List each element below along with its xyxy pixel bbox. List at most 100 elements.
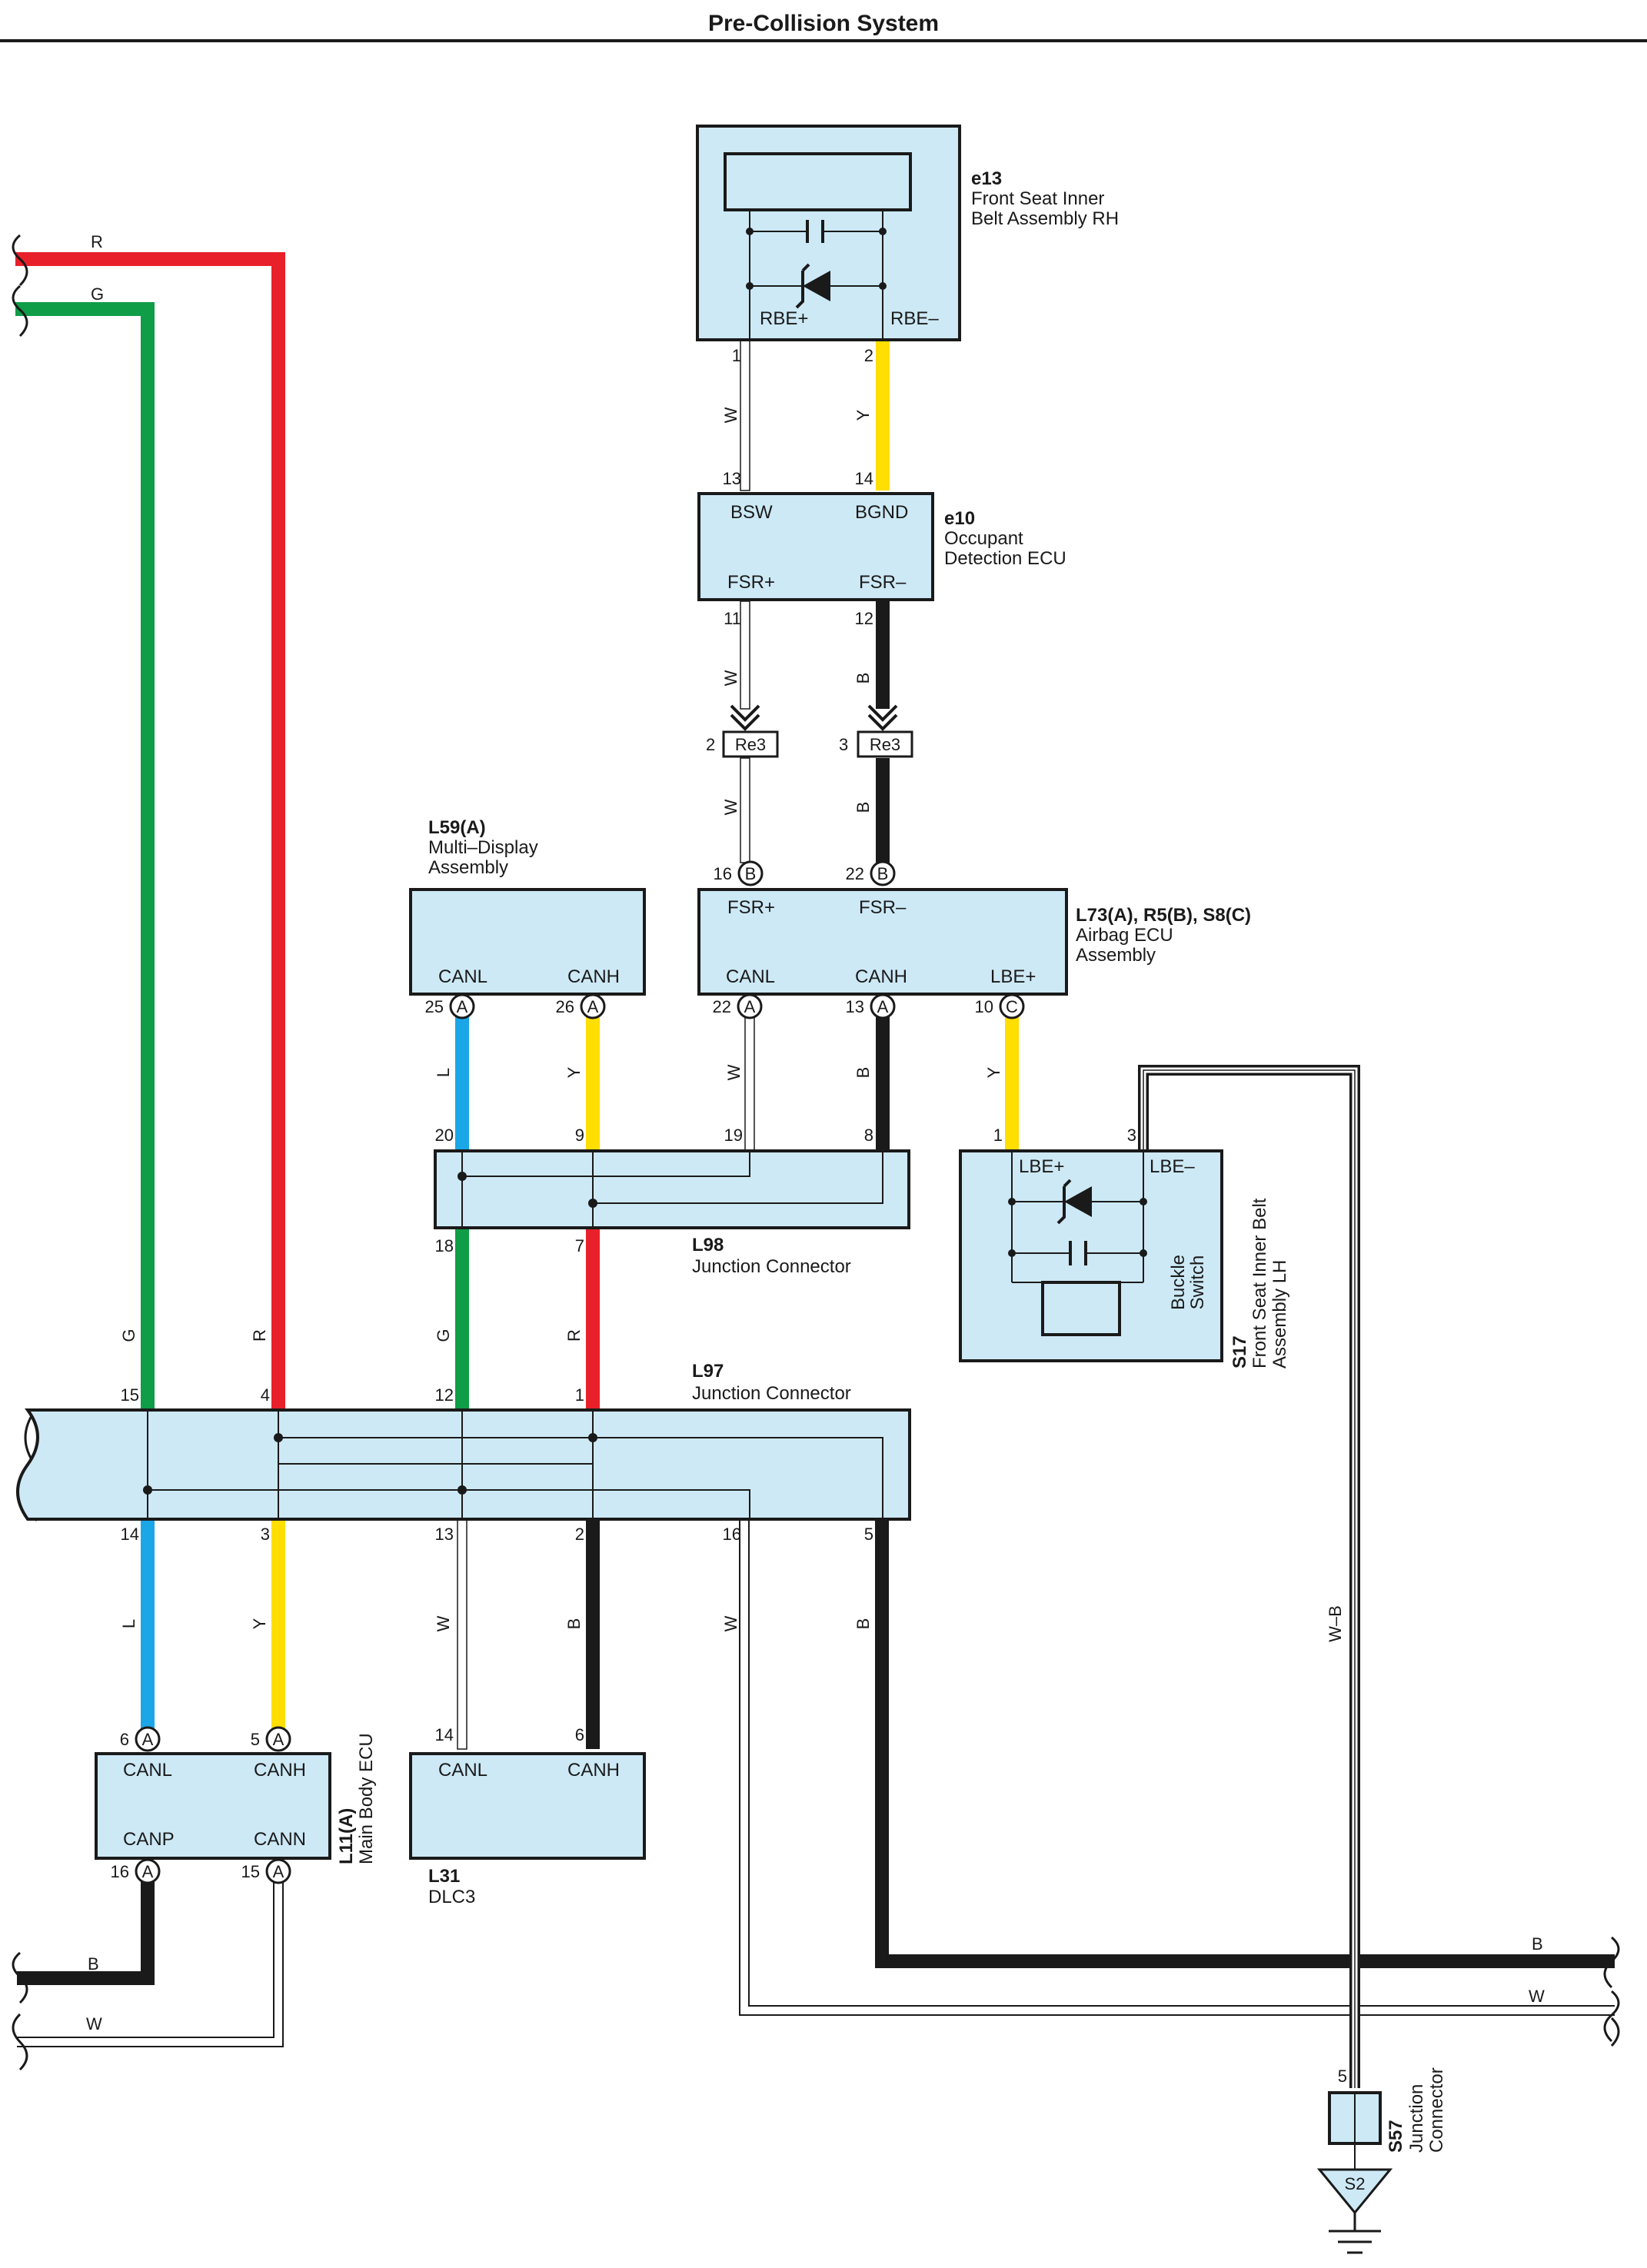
circle-l73-22a: A bbox=[737, 993, 763, 1019]
e10-term-fsr-minus: FSR– bbox=[859, 572, 907, 593]
s17-code: S17 bbox=[1229, 1335, 1250, 1368]
l31-name-line1: DLC3 bbox=[428, 1887, 475, 1907]
component-s17: LBE+ LBE– Buckle Switch S17 Front Seat I… bbox=[959, 1149, 1290, 1368]
wire-label-w-7: W bbox=[434, 1615, 453, 1631]
wire-y-l97-l11 bbox=[271, 1519, 285, 1731]
e13-diode-icon bbox=[803, 271, 830, 301]
component-l31: CANL CANH L31 DLC3 bbox=[409, 1752, 646, 1907]
pin-e13-2: 2 bbox=[864, 346, 873, 365]
re3-label-right: Re3 bbox=[870, 735, 900, 754]
wire-b-re3-l73 bbox=[876, 758, 890, 863]
pin-l97-15: 15 bbox=[121, 1385, 139, 1405]
l73-box bbox=[697, 888, 1068, 996]
wire-w-l97-right-fill bbox=[740, 1519, 1615, 2014]
wire-b-l97-right bbox=[875, 1519, 1615, 1968]
circle-l11-5: A bbox=[265, 1726, 291, 1752]
re3-box-left bbox=[722, 730, 779, 758]
wire-label-b-7: B bbox=[564, 1618, 584, 1630]
s17-capacitor-icon bbox=[1069, 1241, 1087, 1265]
svg-text:C: C bbox=[1006, 997, 1018, 1016]
wire-label-w-4: W bbox=[724, 1064, 744, 1080]
e10-code: e10 bbox=[944, 508, 975, 529]
re3-box-right bbox=[857, 730, 913, 758]
s17-name-line2: Assembly LH bbox=[1269, 1260, 1290, 1368]
wire-label-l-7: L bbox=[119, 1619, 138, 1628]
l73-term-canl: CANL bbox=[726, 966, 775, 987]
wire-b-l11-left bbox=[17, 1878, 155, 1985]
re3-arrow-right-icon bbox=[867, 704, 898, 731]
wire-label-r-6: R bbox=[564, 1329, 584, 1342]
s17-node-2 bbox=[1140, 1198, 1147, 1205]
circle-l73-16: B bbox=[737, 860, 764, 886]
svg-text:A: A bbox=[142, 1862, 154, 1881]
e10-box bbox=[697, 492, 934, 601]
l11-name-line1: Main Body ECU bbox=[356, 1733, 377, 1864]
l98-box bbox=[434, 1149, 910, 1229]
wire-w-l73-l98 bbox=[744, 1016, 755, 1152]
l31-box bbox=[409, 1752, 646, 1860]
break-mark-right-low bbox=[1610, 2017, 1620, 2047]
s17-cap-gap bbox=[1072, 1249, 1084, 1257]
wire-w-e10-re3 bbox=[740, 600, 750, 710]
pin-l31-6: 6 bbox=[575, 1725, 584, 1744]
pin-l97-3: 3 bbox=[261, 1525, 270, 1544]
wire-label-w-3: W bbox=[721, 799, 740, 815]
break-mark-r bbox=[12, 234, 28, 287]
s17-diode-bar bbox=[1056, 1179, 1072, 1225]
e13-node-1 bbox=[746, 228, 754, 235]
s17-node-4 bbox=[1140, 1249, 1147, 1257]
l11-term-canp: CANP bbox=[123, 1829, 175, 1850]
pin-l73-22a: 22 bbox=[713, 997, 731, 1016]
circle-l11-16: A bbox=[135, 1858, 161, 1884]
pin-l11-16: 16 bbox=[111, 1862, 129, 1881]
wire-y-l59-l98 bbox=[586, 1016, 600, 1151]
e10-name-line2: Detection ECU bbox=[944, 548, 1066, 569]
pin-l59-26: 26 bbox=[556, 997, 574, 1016]
wire-label-b-right: B bbox=[1532, 1934, 1543, 1954]
s17-inner-label-line1: Buckle bbox=[1168, 1255, 1189, 1310]
pin-l73-16: 16 bbox=[714, 864, 732, 883]
pin-l31-14: 14 bbox=[435, 1725, 454, 1744]
pin-l98-8: 8 bbox=[864, 1126, 873, 1145]
pin-l11-5: 5 bbox=[251, 1730, 260, 1749]
e10-name-line1: Occupant bbox=[944, 528, 1023, 549]
break-mark-w-right bbox=[1603, 1990, 1620, 2043]
pin-s17-1: 1 bbox=[993, 1126, 1003, 1145]
pin-l98-7: 7 bbox=[575, 1236, 584, 1255]
wire-label-r-main: R bbox=[250, 1329, 269, 1342]
s17-term-lbe-minus: LBE– bbox=[1150, 1156, 1195, 1177]
wire-label-b-3: B bbox=[853, 802, 873, 813]
e13-term-rbe-minus: RBE– bbox=[890, 308, 939, 329]
l97-internal-wiring bbox=[147, 1410, 883, 1519]
e13-node-4 bbox=[879, 282, 887, 290]
l98-node-2 bbox=[588, 1199, 597, 1208]
pin-e10-11: 11 bbox=[724, 609, 741, 628]
wire-label-r-top: R bbox=[91, 232, 103, 251]
e10-term-bgnd: BGND bbox=[855, 502, 908, 523]
l31-term-canl: CANL bbox=[438, 1760, 487, 1781]
l31-code: L31 bbox=[428, 1866, 460, 1887]
wire-g-main bbox=[15, 302, 155, 1408]
l59-name-line1: Multi–Display bbox=[428, 837, 538, 858]
wire-label-y-7: Y bbox=[250, 1618, 269, 1629]
l97-name-line1: Junction Connector bbox=[692, 1383, 851, 1404]
e13-code: e13 bbox=[971, 168, 1002, 189]
wire-w-l97-l31 bbox=[457, 1518, 467, 1750]
wire-w-l97-right bbox=[739, 1519, 1615, 2016]
pin-l73-13: 13 bbox=[846, 997, 864, 1016]
pin-l11-15: 15 bbox=[241, 1862, 260, 1881]
pin-l98-9: 9 bbox=[575, 1126, 584, 1145]
pin-numbers: 1 2 13 14 11 12 16 22 25 26 22 13 10 20 … bbox=[111, 346, 1347, 2086]
wire-w-e13-e10 bbox=[740, 339, 750, 491]
wire-r-main bbox=[15, 252, 285, 1408]
l73-term-canh: CANH bbox=[855, 966, 907, 987]
e13-term-rbe-plus: RBE+ bbox=[760, 308, 808, 329]
wire-r-l98-l97 bbox=[586, 1228, 600, 1410]
re3-pin-2: 2 bbox=[706, 735, 715, 754]
pin-l97-4: 4 bbox=[261, 1385, 270, 1405]
ground-symbol-icon bbox=[1329, 2213, 1381, 2254]
circle-l11-15: A bbox=[265, 1858, 291, 1884]
s57-name-line1: Junction bbox=[1406, 2084, 1427, 2153]
circle-l73-13: A bbox=[870, 993, 896, 1019]
